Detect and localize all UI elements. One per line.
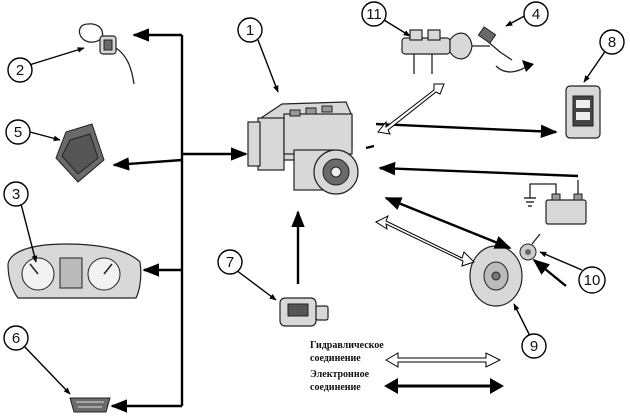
brake-pedal-switch	[477, 26, 534, 73]
battery	[524, 180, 587, 225]
callout-9: 9	[521, 333, 547, 359]
callout-1: 1	[237, 17, 263, 43]
legend-electronic-label-1: Электронное	[310, 369, 370, 380]
master-cylinder-booster	[401, 29, 490, 74]
svg-text:4: 4	[532, 6, 540, 23]
abs-ecu-module	[55, 123, 105, 183]
callout-7: 7	[217, 249, 243, 275]
legend-hydraulic-label-1: Гидравлическое	[310, 340, 384, 351]
callout-4: 4	[523, 1, 549, 27]
legend-electronic-label-2: соединение	[310, 382, 361, 393]
callout-3: 3	[3, 181, 29, 207]
hydraulic-link-master-cylinder	[377, 83, 445, 135]
svg-text:5: 5	[14, 124, 22, 141]
callout-11: 11	[361, 1, 387, 27]
callout-10: 10	[578, 266, 606, 294]
legend-hydraulic-label-2: соединение	[310, 353, 361, 364]
svg-text:11: 11	[366, 6, 382, 23]
svg-text:2: 2	[16, 62, 24, 79]
svg-text:9: 9	[530, 338, 538, 355]
brake-disc-wheel-sensor	[469, 233, 541, 307]
instrument-cluster	[7, 243, 142, 299]
svg-text:7: 7	[226, 254, 234, 271]
svg-text:8: 8	[608, 34, 616, 51]
callout-8: 8	[599, 29, 625, 55]
electronic-connections	[110, 28, 579, 413]
callout-5: 5	[5, 119, 31, 145]
svg-text:1: 1	[246, 22, 254, 39]
legend-hydraulic-arrow	[385, 352, 502, 368]
diagnostic-connector	[69, 397, 111, 413]
esp-off-switch	[565, 85, 601, 139]
hydraulic-connections	[374, 83, 475, 267]
abs-hydraulic-unit	[247, 101, 359, 195]
svg-text:6: 6	[12, 330, 20, 347]
legend-electronic-arrow	[384, 378, 504, 394]
yaw-rate-sensor	[279, 297, 329, 327]
callout-2: 2	[7, 57, 33, 83]
ignition-switch	[78, 23, 135, 85]
callout-6: 6	[3, 325, 29, 351]
hydraulic-link-brake-disc	[374, 214, 475, 267]
legend: Гидравлическое соединение Электронное со…	[310, 340, 504, 394]
svg-text:10: 10	[584, 272, 601, 289]
svg-text:3: 3	[12, 186, 20, 203]
